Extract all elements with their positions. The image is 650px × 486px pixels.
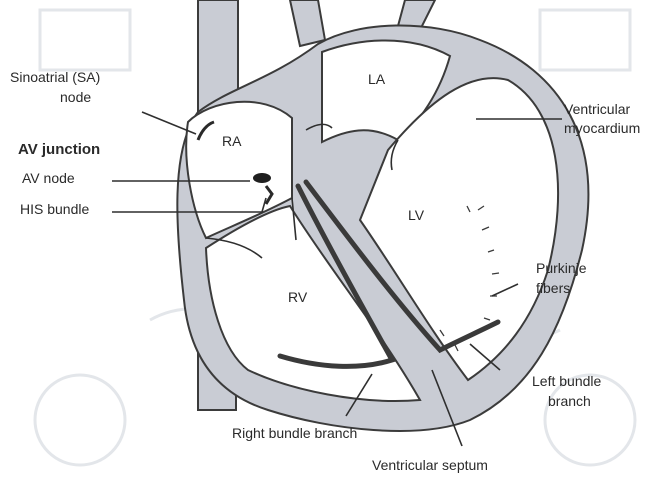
his-bundle-label: HIS bundle xyxy=(20,201,89,217)
left-bundle-branch-label-line2: branch xyxy=(548,393,591,409)
ra-label: RA xyxy=(222,133,242,149)
av-node-mark xyxy=(253,173,271,183)
ventricular-septum-label: Ventricular septum xyxy=(372,457,488,473)
rv-label: RV xyxy=(288,289,308,305)
ventricular-myocardium-label-line2: myocardium xyxy=(564,120,640,136)
la-label: LA xyxy=(368,71,386,87)
av-junction-label: AV junction xyxy=(18,141,100,158)
ventricular-myocardium-label-line1: Ventricular xyxy=(564,101,630,117)
av-node-label: AV node xyxy=(22,170,75,186)
right-bundle-branch-label: Right bundle branch xyxy=(232,425,357,441)
purkinje-fibers-label-line1: Purkinje xyxy=(536,260,587,276)
purkinje-fibers-label-line2: fibers xyxy=(536,280,570,296)
sa-node-label-line2: node xyxy=(60,89,91,105)
sa-node-label-line1: Sinoatrial (SA) xyxy=(10,69,100,85)
lv-label: LV xyxy=(408,207,425,223)
left-bundle-branch-label-line1: Left bundle xyxy=(532,373,601,389)
